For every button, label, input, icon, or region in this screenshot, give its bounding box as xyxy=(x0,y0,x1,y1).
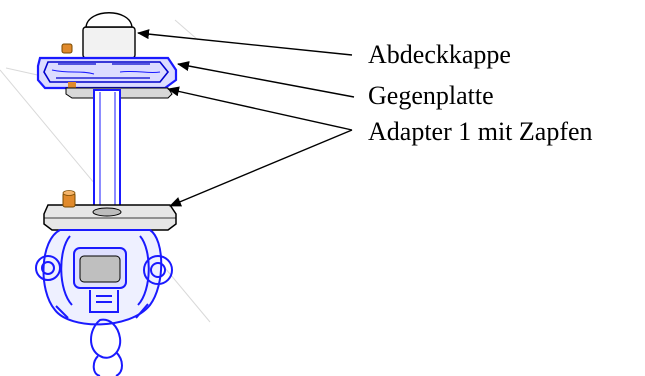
counter-plate-part xyxy=(36,43,178,99)
cap-label: Abdeckkappe xyxy=(368,40,511,69)
counter-plate-label: Gegenplatte xyxy=(368,81,494,110)
adapter-callout-line-upper xyxy=(167,86,353,131)
cap-part xyxy=(82,12,136,59)
adapter-plate-part xyxy=(43,190,177,231)
cap-callout-line xyxy=(137,29,353,56)
counter-plate-callout-line xyxy=(177,61,355,98)
adapter-label: Adapter 1 mit Zapfen xyxy=(368,117,593,146)
tube-part xyxy=(93,89,121,213)
callout-lines xyxy=(137,29,355,207)
adapter-callout-line-lower xyxy=(169,129,353,207)
clamp-assembly xyxy=(35,229,173,376)
